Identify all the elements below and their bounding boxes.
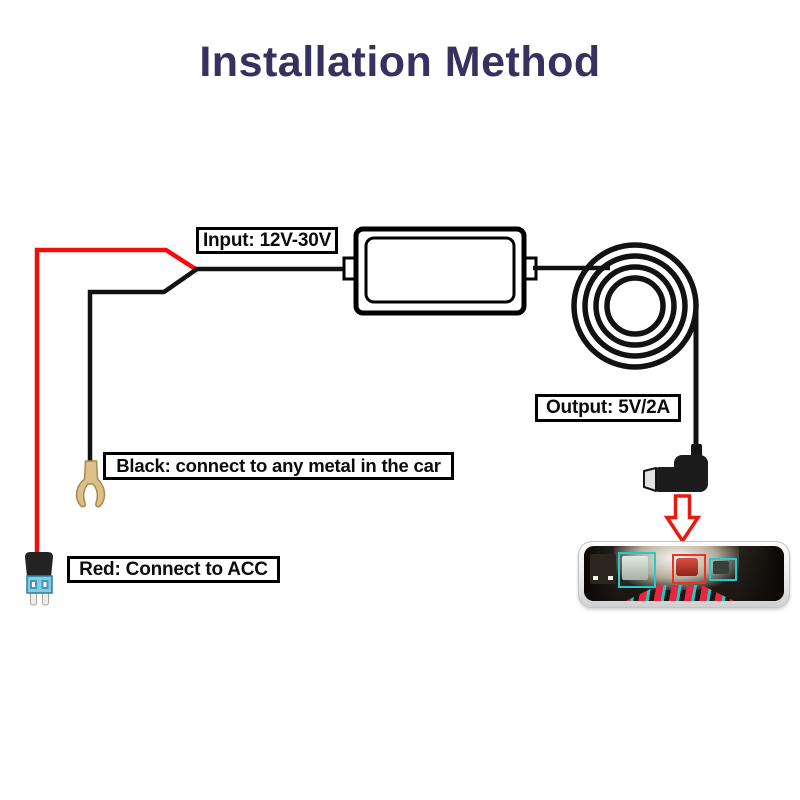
white-van (622, 556, 648, 580)
tunnel-wall-right (738, 546, 784, 601)
lane-guide-stripes (626, 585, 734, 601)
acc-wire-label: Red: Connect to ACC (67, 556, 280, 583)
red-acc-wire (34, 247, 199, 555)
center-car (676, 558, 698, 576)
ground-fork-terminal-icon (75, 460, 106, 508)
dashcam-screen (584, 546, 784, 601)
coiled-cable-icon (571, 242, 699, 370)
ground-wire-label: Black: connect to any metal in the car (103, 452, 454, 480)
detection-box-red (672, 554, 706, 584)
input-spec-label: Input: 12V-30V (196, 227, 338, 254)
right-car (713, 561, 729, 574)
detection-box-teal-right (709, 558, 737, 581)
detection-box-teal (618, 552, 656, 588)
output-spec-label: Output: 5V/2A (535, 394, 681, 422)
mini-usb-plug-icon (643, 444, 708, 492)
truck-left (590, 554, 616, 584)
voltage-converter-box-icon (342, 226, 538, 316)
black-ground-wire (87, 267, 199, 463)
down-arrow-icon (663, 494, 702, 545)
mirror-dashcam-icon (578, 541, 790, 608)
page-title: Installation Method (199, 38, 601, 86)
fuse-tap-icon (25, 552, 53, 606)
converter-inner-panel (364, 236, 516, 304)
